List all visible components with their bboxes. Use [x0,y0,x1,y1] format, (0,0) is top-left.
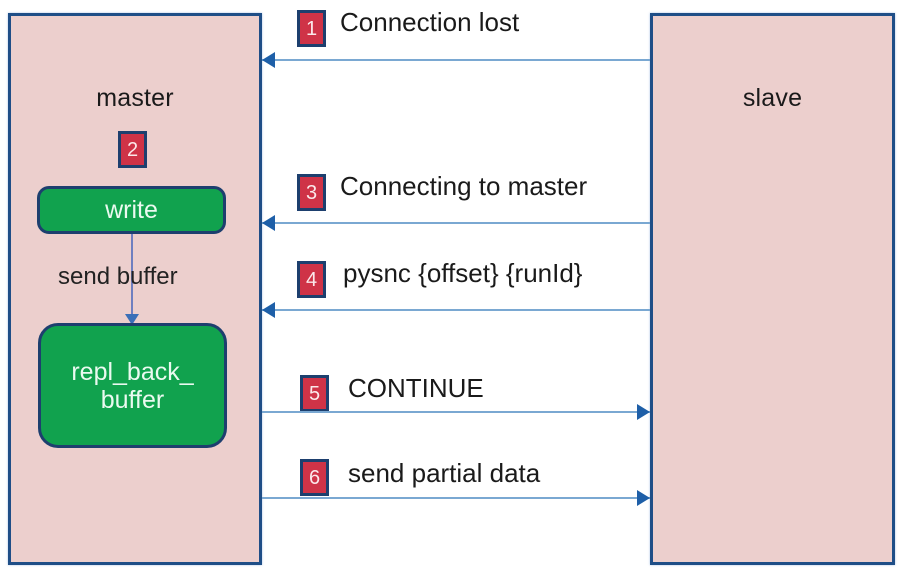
message-arrow-line-4 [262,309,650,311]
repl-backlog-buffer-line1: repl_back_ [71,357,194,386]
message-arrow-head-1 [262,52,275,68]
process-box-write: write [37,186,226,234]
step-badge-6: 6 [300,459,329,496]
step-badge-5: 5 [300,375,329,412]
step-badge-1: 1 [297,10,326,47]
message-arrow-head-4 [262,302,275,318]
message-label-5: CONTINUE [348,373,484,403]
message-label-1: Connection lost [340,7,520,37]
message-label-3: Connecting to master [340,171,588,201]
message-arrow-head-3 [262,215,275,231]
participant-slave [650,13,895,565]
repl-backlog-buffer-line2: buffer [100,385,165,414]
repl-backlog-buffer-text: repl_back_ buffer [71,358,193,414]
message-arrow-line-5 [262,411,650,413]
process-box-repl-backlog-buffer: repl_back_ buffer [38,323,227,448]
step-badge-4: 4 [297,261,326,298]
participant-slave-label: slave [742,84,803,112]
message-label-4: pysnc {offset} {runId} [343,258,583,288]
message-label-6: send partial data [348,458,541,488]
send-buffer-label: send buffer [58,263,178,290]
message-arrow-head-5 [637,404,650,420]
participant-master [8,13,262,565]
participant-master-label: master [96,84,174,112]
step-badge-2: 2 [118,131,147,168]
send-buffer-arrow-line [131,234,133,318]
message-arrow-line-6 [262,497,650,499]
send-buffer-arrow-head [125,314,139,325]
step-badge-3: 3 [297,174,326,211]
message-arrow-head-6 [637,490,650,506]
message-arrow-line-3 [262,222,650,224]
message-arrow-line-1 [262,59,650,61]
